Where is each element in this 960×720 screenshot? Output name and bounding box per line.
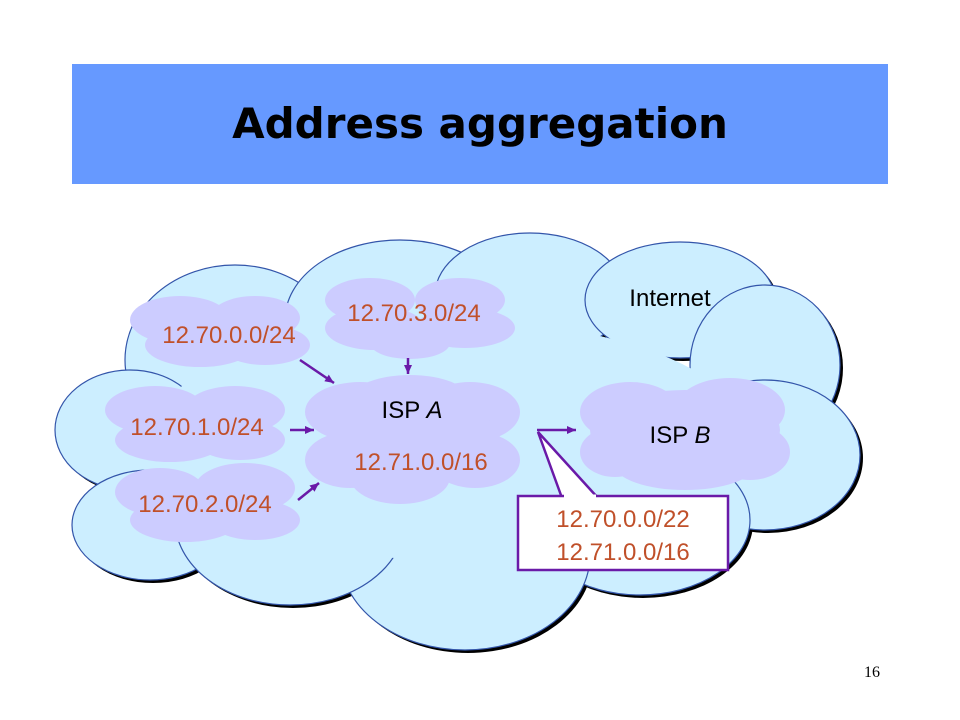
isp-a-letter: A — [424, 397, 442, 424]
isp-b-cloud — [580, 378, 790, 490]
arrow-subnet0-to-isp-a — [299, 358, 335, 385]
isp-b-label: ISP B — [650, 422, 711, 449]
arrow-subnet2-to-isp-a — [297, 482, 320, 501]
isp-b-letter: B — [694, 422, 710, 449]
isp-a-prefix: 12.71.0.0/16 — [354, 449, 487, 476]
subnet-cloud-2 — [115, 463, 300, 542]
subnet-cloud-1 — [105, 386, 285, 462]
title-bar: Address aggregation — [72, 64, 888, 184]
slide-title: Address aggregation — [232, 99, 728, 148]
page-number: 16 — [864, 664, 880, 681]
subnet-label-1: 12.70.1.0/24 — [130, 414, 263, 441]
internet-label: Internet — [629, 285, 711, 312]
isp-a-name: ISP — [382, 397, 420, 424]
isp-b-name: ISP — [650, 422, 688, 449]
isp-a-label: ISP A — [382, 397, 443, 424]
subnet-label-3: 12.70.3.0/24 — [347, 300, 480, 327]
subnet-label-0: 12.70.0.0/24 — [162, 322, 295, 349]
subnet-cloud-0 — [130, 296, 310, 367]
announcement-callout — [516, 431, 730, 572]
subnet-label-2: 12.70.2.0/24 — [138, 491, 271, 518]
announcement-line-1: 12.71.0.0/16 — [556, 539, 689, 566]
announcement-line-0: 12.70.0.0/22 — [556, 506, 689, 533]
subnet-cloud-3 — [325, 278, 515, 359]
isp-a-cloud — [305, 375, 520, 504]
